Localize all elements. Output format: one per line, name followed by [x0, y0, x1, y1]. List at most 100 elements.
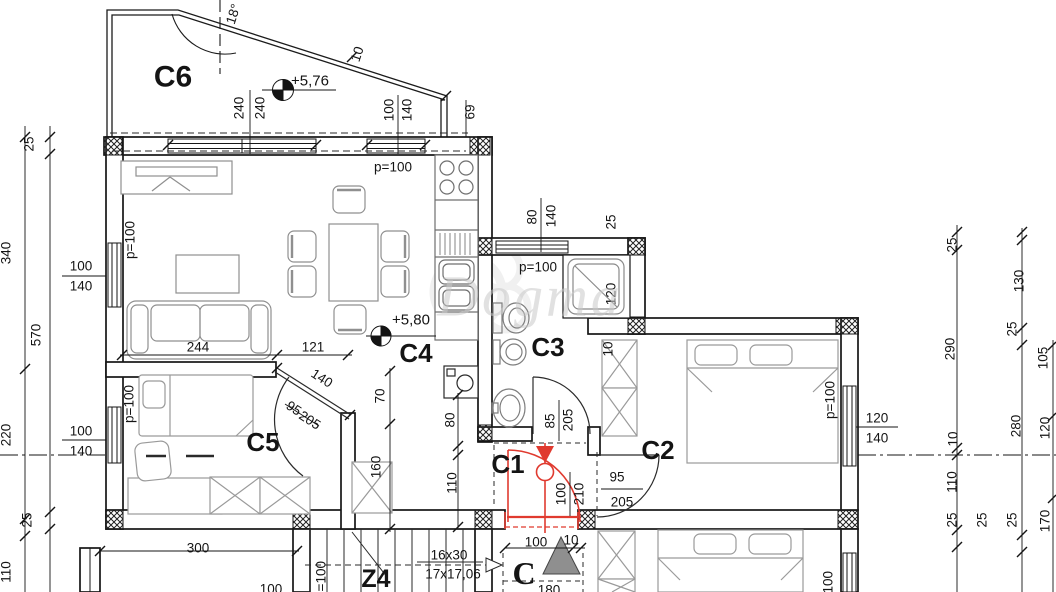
dimension-label: 300: [187, 541, 210, 556]
window-left-living: [107, 242, 122, 308]
dimension-label: 25: [1005, 321, 1020, 336]
room-label: Z4: [361, 565, 390, 592]
dimension-ticks: [19, 51, 1056, 558]
dining-chair: [332, 185, 366, 214]
room-label: C3: [531, 332, 564, 362]
door-c5: [273, 367, 352, 477]
dimension-label: 140: [400, 99, 415, 122]
dimension-label: 220: [0, 424, 14, 447]
section-label: C: [512, 555, 535, 591]
stair-direction-arrow: [485, 557, 504, 573]
dining-chair: [287, 230, 317, 263]
dimension-label: 110: [945, 471, 960, 493]
dimension-label: 16x30: [431, 548, 468, 563]
kitchen-sink: [438, 259, 475, 311]
dimension-label: 25: [604, 214, 619, 229]
dimension-label: 140: [70, 279, 93, 294]
dimension-label: 170: [1038, 510, 1053, 533]
dimension-label: 205: [611, 495, 634, 510]
bed-double-c2: [686, 339, 839, 464]
dimension-label: 100: [382, 99, 397, 122]
dimension-label: 95: [609, 470, 624, 485]
dimension-label: 210: [572, 483, 587, 506]
dimension-label: 240: [253, 97, 268, 120]
dimension-label: 290: [943, 338, 958, 361]
dimension-label: 25: [22, 136, 37, 151]
elevation-markers: [262, 78, 436, 347]
dining-chair: [333, 304, 367, 335]
dimension-label: p=100: [314, 561, 329, 592]
dimension-label: 70: [373, 388, 388, 403]
dimension-label: 100: [70, 259, 93, 274]
dimension-label: 340: [0, 242, 14, 265]
wardrobe-c5: [209, 476, 311, 515]
kitchen-stove: [439, 160, 474, 195]
dimension-label: 25: [945, 237, 960, 252]
dimension-label: 570: [29, 324, 44, 347]
dimension-label: 10: [946, 431, 961, 446]
section-circle-red: [535, 462, 555, 482]
dimension-label: 25: [945, 512, 960, 527]
dimension-label: 110: [0, 561, 14, 583]
dimension-label: 120: [604, 283, 619, 306]
wardrobe-c2: [601, 339, 638, 437]
dimension-label: p=100: [123, 221, 138, 259]
dimension-label: 160: [369, 456, 384, 479]
room-label: C1: [491, 449, 524, 479]
dimension-label: p=100: [374, 160, 412, 175]
dimension-label: p=100: [823, 381, 838, 419]
window-right-lower-bedroom: [842, 552, 857, 592]
doors: [273, 367, 660, 518]
dimension-label: 95: [283, 398, 304, 419]
windows: [107, 138, 857, 592]
washing-machine: [443, 365, 479, 399]
door-c2: [596, 454, 660, 518]
stairs-z4: [305, 529, 504, 592]
elevation-label: +5,80: [392, 311, 430, 328]
dimension-label: 100: [554, 483, 569, 506]
bed-single-c5: [138, 374, 254, 437]
dimension-label: 105: [1036, 347, 1051, 370]
window-left-bedroom-c5: [107, 406, 122, 464]
room-label: C5: [246, 427, 279, 457]
dimension-label: 25: [1005, 512, 1020, 527]
balcony-outline: [106, 9, 448, 137]
wall-hatch-blocks: [103, 136, 859, 530]
dining-chair: [380, 265, 410, 298]
dimension-label: 80: [443, 412, 458, 427]
dimension-label: 120: [1038, 417, 1053, 440]
dimension-label: 140: [544, 205, 559, 228]
dimension-label: 10: [563, 533, 578, 548]
sofa: [126, 300, 272, 360]
wardrobe-lower-bedroom: [597, 530, 636, 592]
dimension-label: 10: [348, 45, 367, 64]
dashed-boundaries: [493, 442, 598, 592]
tv-cabinet: [120, 160, 233, 195]
watermark-text: Dogma: [436, 263, 623, 328]
kitchen-drainboard: [439, 233, 471, 255]
door-bathroom: [532, 376, 591, 435]
coffee-table: [175, 254, 240, 294]
dimension-label: 240: [232, 97, 247, 120]
dimension-label: 25: [20, 512, 35, 527]
window-bathroom: [495, 240, 569, 254]
dimension-label: 140: [866, 431, 889, 446]
dimension-label: 100: [70, 424, 93, 439]
dimension-label: p=100: [821, 571, 836, 592]
room-label: C4: [399, 338, 433, 368]
window-right-bedroom-c2: [842, 385, 857, 467]
bed-double-lower: [657, 529, 804, 592]
dining-chair: [380, 230, 410, 263]
dimension-label: 85: [543, 413, 558, 428]
dimension-label: 180: [538, 583, 561, 592]
dining-chair: [287, 265, 317, 298]
dimension-label: 18°: [223, 2, 244, 26]
dimension-label: p=100: [122, 385, 137, 423]
window-top-living: [167, 138, 317, 154]
section-triangle-red: [536, 446, 554, 463]
dimension-label: 10: [601, 341, 616, 356]
dimension-label: 80: [525, 209, 540, 224]
